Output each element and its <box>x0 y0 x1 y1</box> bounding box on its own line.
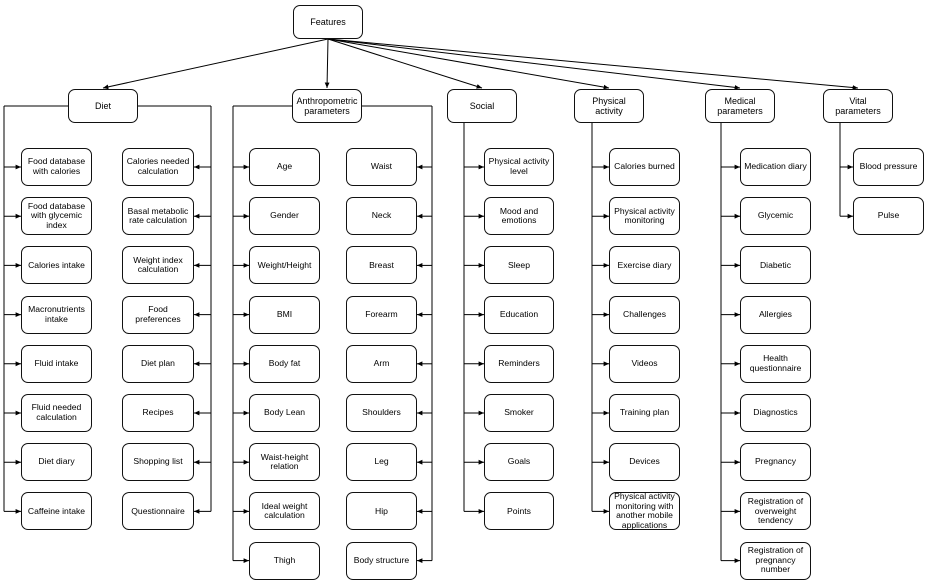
feature-reminders: Reminders <box>484 344 554 383</box>
feature-sleep: Sleep <box>484 246 554 285</box>
feature-diagnostics: Diagnostics <box>740 394 811 432</box>
feature-physical-activity-monitoring: Physical activity monitoring <box>609 197 680 236</box>
feature-macronutrients-intake: Macronutrients intake <box>21 295 92 334</box>
category-anthropometric-parameters: Anthropometric parameters <box>292 89 362 123</box>
feature-fluid-needed-calculation: Fluid needed calculation <box>21 394 92 432</box>
root-to-physical-activity-arrow <box>327 38 610 90</box>
root-to-diet-arrow <box>102 38 329 90</box>
feature-fluid-intake: Fluid intake <box>21 344 92 383</box>
feature-recipes: Recipes <box>122 394 194 432</box>
feature-training-plan: Training plan <box>609 394 680 432</box>
feature-body-structure: Body structure <box>346 541 417 580</box>
category-vital-parameters: Vital parameters <box>823 89 893 123</box>
root-to-anthropometric-parameters-arrow <box>324 38 330 89</box>
root-to-medical-parameters-arrow <box>327 38 741 90</box>
feature-health-questionnaire: Health questionnaire <box>740 344 811 383</box>
category-physical-activity: Physical activity <box>574 89 644 123</box>
feature-exercise-diary: Exercise diary <box>609 246 680 285</box>
feature-mood-and-emotions: Mood and emotions <box>484 197 554 236</box>
feature-neck: Neck <box>346 197 417 236</box>
feature-food-preferences: Food preferences <box>122 295 194 334</box>
root-node-features: Features <box>293 5 363 39</box>
feature-smoker: Smoker <box>484 394 554 432</box>
feature-body-fat: Body fat <box>249 344 320 383</box>
feature-shoulders: Shoulders <box>346 394 417 432</box>
feature-thigh: Thigh <box>249 541 320 580</box>
category-diet: Diet <box>68 89 138 123</box>
feature-glycemic: Glycemic <box>740 197 811 236</box>
feature-medication-diary: Medication diary <box>740 148 811 186</box>
feature-ideal-weight-calculation: Ideal weight calculation <box>249 492 320 531</box>
feature-devices: Devices <box>609 443 680 482</box>
feature-shopping-list: Shopping list <box>122 443 194 482</box>
feature-leg: Leg <box>346 443 417 482</box>
feature-diet-plan: Diet plan <box>122 344 194 383</box>
feature-calories-intake: Calories intake <box>21 246 92 285</box>
feature-goals: Goals <box>484 443 554 482</box>
feature-forearm: Forearm <box>346 295 417 334</box>
feature-registration-of-overweight-tendency: Registration of overweight tendency <box>740 492 811 531</box>
category-medical-parameters: Medical parameters <box>705 89 775 123</box>
feature-waist-height-relation: Waist-height relation <box>249 443 320 482</box>
feature-calories-burned: Calories burned <box>609 148 680 186</box>
feature-weight-height: Weight/Height <box>249 246 320 285</box>
feature-blood-pressure: Blood pressure <box>853 148 924 186</box>
root-to-social-arrow <box>327 38 483 89</box>
feature-basal-metabolic-rate-calculation: Basal metabolic rate calculation <box>122 197 194 236</box>
feature-education: Education <box>484 295 554 334</box>
feature-physical-activity-monitoring-with-another-mobile-applications: Physical activity monitoring with anothe… <box>609 491 680 531</box>
feature-physical-activity-level: Physical activity level <box>484 148 554 186</box>
feature-registration-of-pregnancy-number: Registration of pregnancy number <box>740 541 811 580</box>
feature-waist: Waist <box>346 148 417 186</box>
feature-diet-diary: Diet diary <box>21 443 92 482</box>
feature-questionnaire: Questionnaire <box>122 492 194 531</box>
feature-bmi: BMI <box>249 295 320 334</box>
feature-challenges: Challenges <box>609 295 680 334</box>
feature-calories-needed-calculation: Calories needed calculation <box>122 148 194 186</box>
feature-diabetic: Diabetic <box>740 246 811 285</box>
feature-food-database-with-calories: Food database with calories <box>21 148 92 186</box>
feature-hip: Hip <box>346 492 417 531</box>
feature-gender: Gender <box>249 197 320 236</box>
feature-videos: Videos <box>609 344 680 383</box>
feature-pregnancy: Pregnancy <box>740 443 811 482</box>
feature-food-database-with-glycemic-index: Food database with glycemic index <box>21 197 92 236</box>
root-to-vital-parameters-arrow <box>327 38 859 90</box>
feature-arm: Arm <box>346 344 417 383</box>
category-social: Social <box>447 89 517 123</box>
feature-breast: Breast <box>346 246 417 285</box>
feature-allergies: Allergies <box>740 295 811 334</box>
feature-age: Age <box>249 148 320 186</box>
feature-weight-index-calculation: Weight index calculation <box>122 246 194 285</box>
feature-points: Points <box>484 492 554 531</box>
feature-pulse: Pulse <box>853 197 924 236</box>
feature-caffeine-intake: Caffeine intake <box>21 492 92 531</box>
feature-body-lean: Body Lean <box>249 394 320 432</box>
